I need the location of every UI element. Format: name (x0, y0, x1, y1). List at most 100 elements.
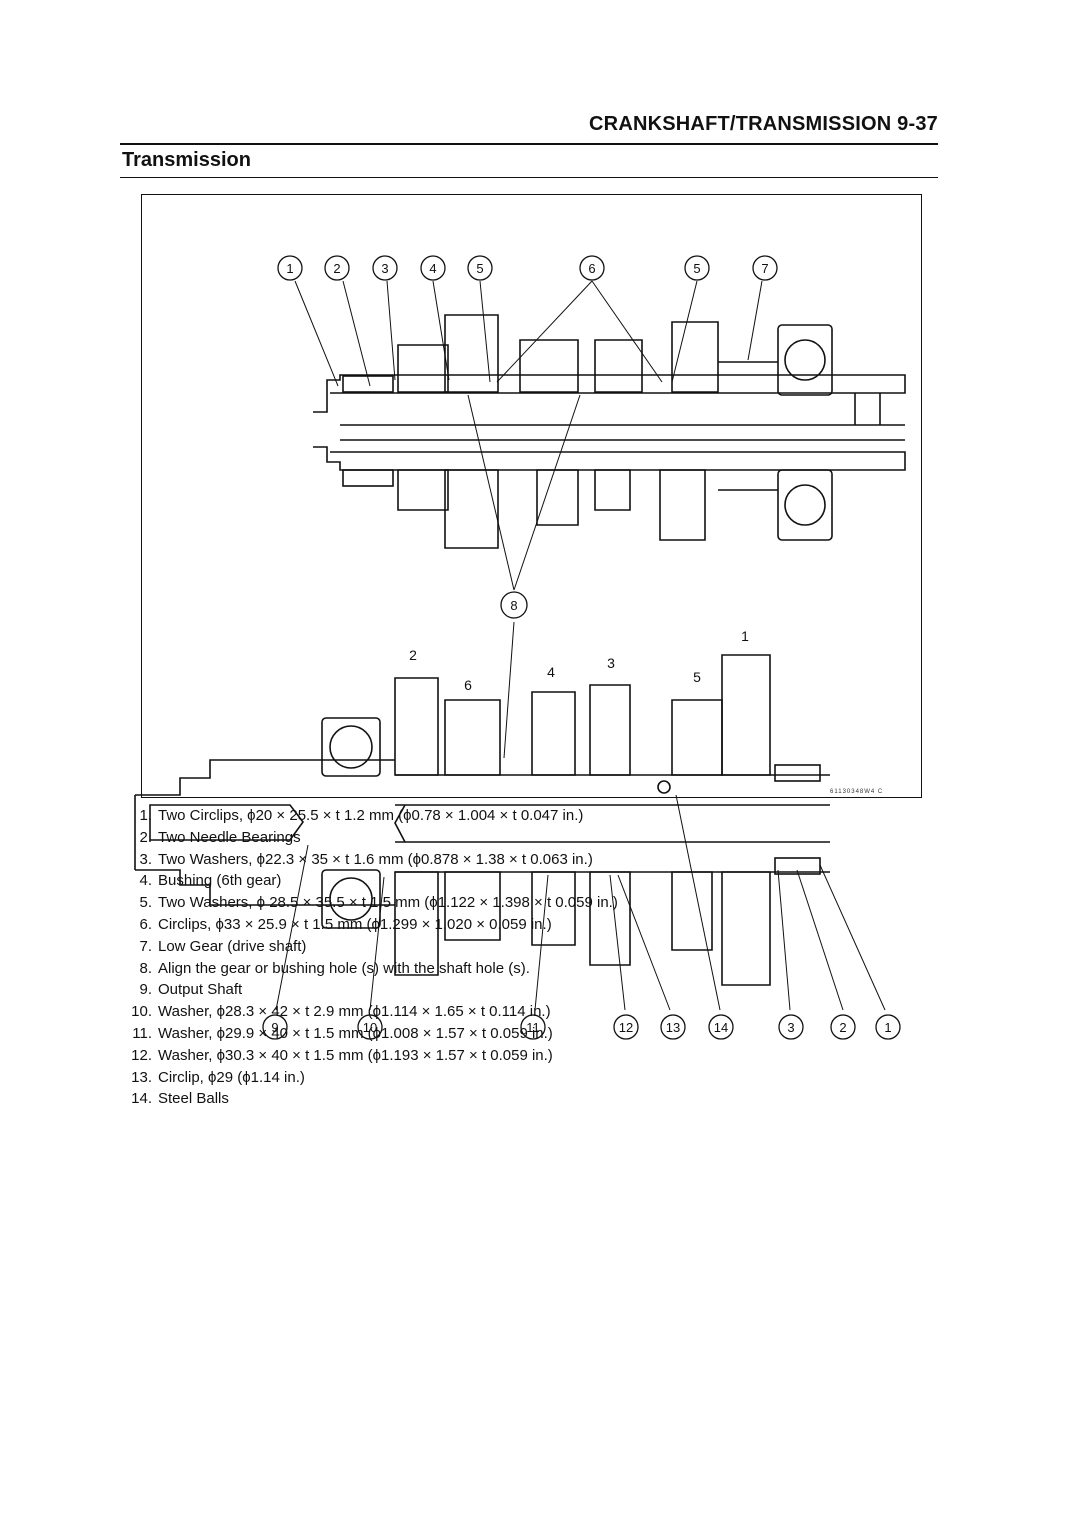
legend-text: Two Circlips, ϕ20 × 25.5 × t 1.2 mm (ϕ0.… (158, 807, 584, 824)
callout-label: 11 (526, 1020, 540, 1035)
output-shaft-assembly (134, 654, 830, 986)
callout-circle (357, 1014, 383, 1040)
figure-code: 61130348W4 C (830, 789, 884, 795)
callout-label: 3 (787, 1020, 794, 1035)
callout-circle (684, 255, 710, 281)
legend-item: 7.Low Gear (drive shaft) (120, 936, 940, 958)
leader-2-top (342, 280, 371, 387)
legend-item: 6.Circlips, ϕ33 × 25.9 × t 1.5 mm (ϕ1.29… (120, 914, 940, 936)
steel-ball (657, 780, 671, 794)
legend-text: Two Washers, ϕ 28.5 × 35.5 × t 1.5 mm (ϕ… (158, 894, 618, 912)
leader-2-bottom (796, 869, 844, 1011)
gear-number: 1 (741, 628, 749, 644)
legend-item: 10.Washer, ϕ28.3 × 42 × t 2.9 mm (ϕ1.114… (120, 1001, 940, 1023)
callout-label: 4 (429, 261, 436, 276)
legend-number: 2. (139, 828, 152, 846)
callout-circle-8 (500, 591, 528, 619)
callout-label: 3 (381, 261, 388, 276)
callout-circle (752, 255, 778, 281)
gear-number: 3 (607, 655, 615, 671)
callout-label: 2 (839, 1020, 846, 1035)
leader-3-bottom (777, 869, 791, 1011)
callout-label: 6 (588, 261, 595, 276)
legend-item: 8.Align the gear or bushing hole (s) wit… (120, 958, 940, 980)
legend-number: 13. (131, 1068, 152, 1086)
leader-1-top (294, 280, 339, 387)
legend-text: Bushing (6th gear) (158, 872, 282, 890)
legend-item: 1. Two Circlips, ϕ20 × 25.5 × t 1.2 mm (ϕ… (120, 805, 940, 827)
leader-8b (513, 394, 581, 591)
leader-1-bottom (819, 864, 886, 1011)
callout-circle (660, 1014, 686, 1040)
drive-gear-2 (444, 314, 499, 549)
callout-label: 1 (884, 1020, 891, 1035)
legend-item: 2.Two Needle Bearings (120, 827, 940, 849)
output-shaft-spline-end (134, 759, 395, 906)
legend-item: 12. Washer, ϕ30.3 × 40 × t 1.5 mm (ϕ1.193… (120, 1045, 940, 1067)
legend-text: Align the gear or bushing hole (s) with … (158, 959, 530, 977)
callout-circle (708, 1014, 734, 1040)
callout-circle (613, 1014, 639, 1040)
legend-text: Circlip, ϕ29 (ϕ1.14 in.) (158, 1068, 305, 1086)
callout-circle (277, 255, 303, 281)
figure-frame (141, 194, 922, 798)
drive-shaft-outline-bottom (313, 446, 906, 471)
legend-text: Washer, ϕ29.9 × 40 × t 1.5 mm (ϕ1.008 × … (158, 1024, 553, 1042)
callout-circle (324, 255, 350, 281)
leader-7-top (747, 280, 763, 361)
output-gear-4 (589, 684, 631, 966)
callout-circle (875, 1014, 901, 1040)
output-bearing-left-bottom-ball (329, 877, 373, 921)
drive-gear-1 (397, 344, 449, 511)
leader-13 (617, 874, 671, 1011)
header-rule (120, 143, 938, 145)
drive-shaft-outline-top (313, 374, 906, 413)
output-needle-bearing-top (774, 764, 821, 782)
callout-label: 1 (286, 261, 293, 276)
legend-text: Steel Balls (158, 1090, 229, 1108)
drive-gear-4 (594, 339, 643, 511)
legend-text: Low Gear (drive shaft) (158, 937, 307, 955)
leader-8a (467, 394, 515, 591)
legend-number: 12. (131, 1046, 152, 1064)
legend-item: 9. Output Shaft (120, 979, 940, 1001)
leader-12 (609, 874, 626, 1011)
drive-shaft-assembly (313, 314, 906, 549)
callout-label: 14 (714, 1020, 728, 1035)
output-bearing-left-top (321, 717, 381, 777)
output-bearing-left-bottom (321, 869, 381, 929)
gear-number: 4 (547, 664, 555, 680)
leader-8c (503, 621, 515, 759)
leader-5b-top (671, 280, 698, 383)
gear-number: 5 (693, 669, 701, 685)
legend-item: 14.Steel Balls (120, 1088, 940, 1110)
leader-6b-top (591, 280, 663, 383)
legend-number: 3. (139, 850, 152, 868)
callout-label: 8 (510, 598, 517, 613)
legend-number: 9. (139, 981, 152, 999)
legend-number: 6. (139, 915, 152, 933)
leader-10 (369, 876, 385, 1011)
callout-circle (467, 255, 493, 281)
callout-circle (579, 255, 605, 281)
legend-text: Washer, ϕ30.3 × 40 × t 1.5 mm (ϕ1.193 × … (158, 1046, 553, 1064)
callout-labels: 1 2 3 4 5 6 5 7 8 9 10 11 12 13 14 3 2 1 (271, 261, 891, 1035)
drive-bearing-right-bottom (777, 469, 833, 541)
leader-9 (275, 844, 309, 1011)
legend-item: 4.Bushing (6th gear) (120, 870, 940, 892)
gear-numbers: 2 6 4 3 5 1 (409, 628, 749, 693)
callout-label: 5 (476, 261, 483, 276)
legend-text: Output Shaft (158, 981, 243, 999)
leader-14 (675, 794, 721, 1011)
output-gear-2 (444, 699, 501, 941)
legend-item: 5.Two Washers, ϕ 28.5 × 35.5 × t 1.5 mm … (120, 892, 940, 914)
leader-6a-top (496, 280, 593, 383)
callout-label: 7 (761, 261, 768, 276)
callout-label: 12 (619, 1020, 633, 1035)
legend-number: 1. (139, 807, 152, 824)
output-shaft-nose (394, 804, 406, 843)
output-gear-1 (394, 677, 439, 976)
drive-needle-bearing-top (342, 375, 394, 393)
callouts-top (277, 255, 778, 281)
